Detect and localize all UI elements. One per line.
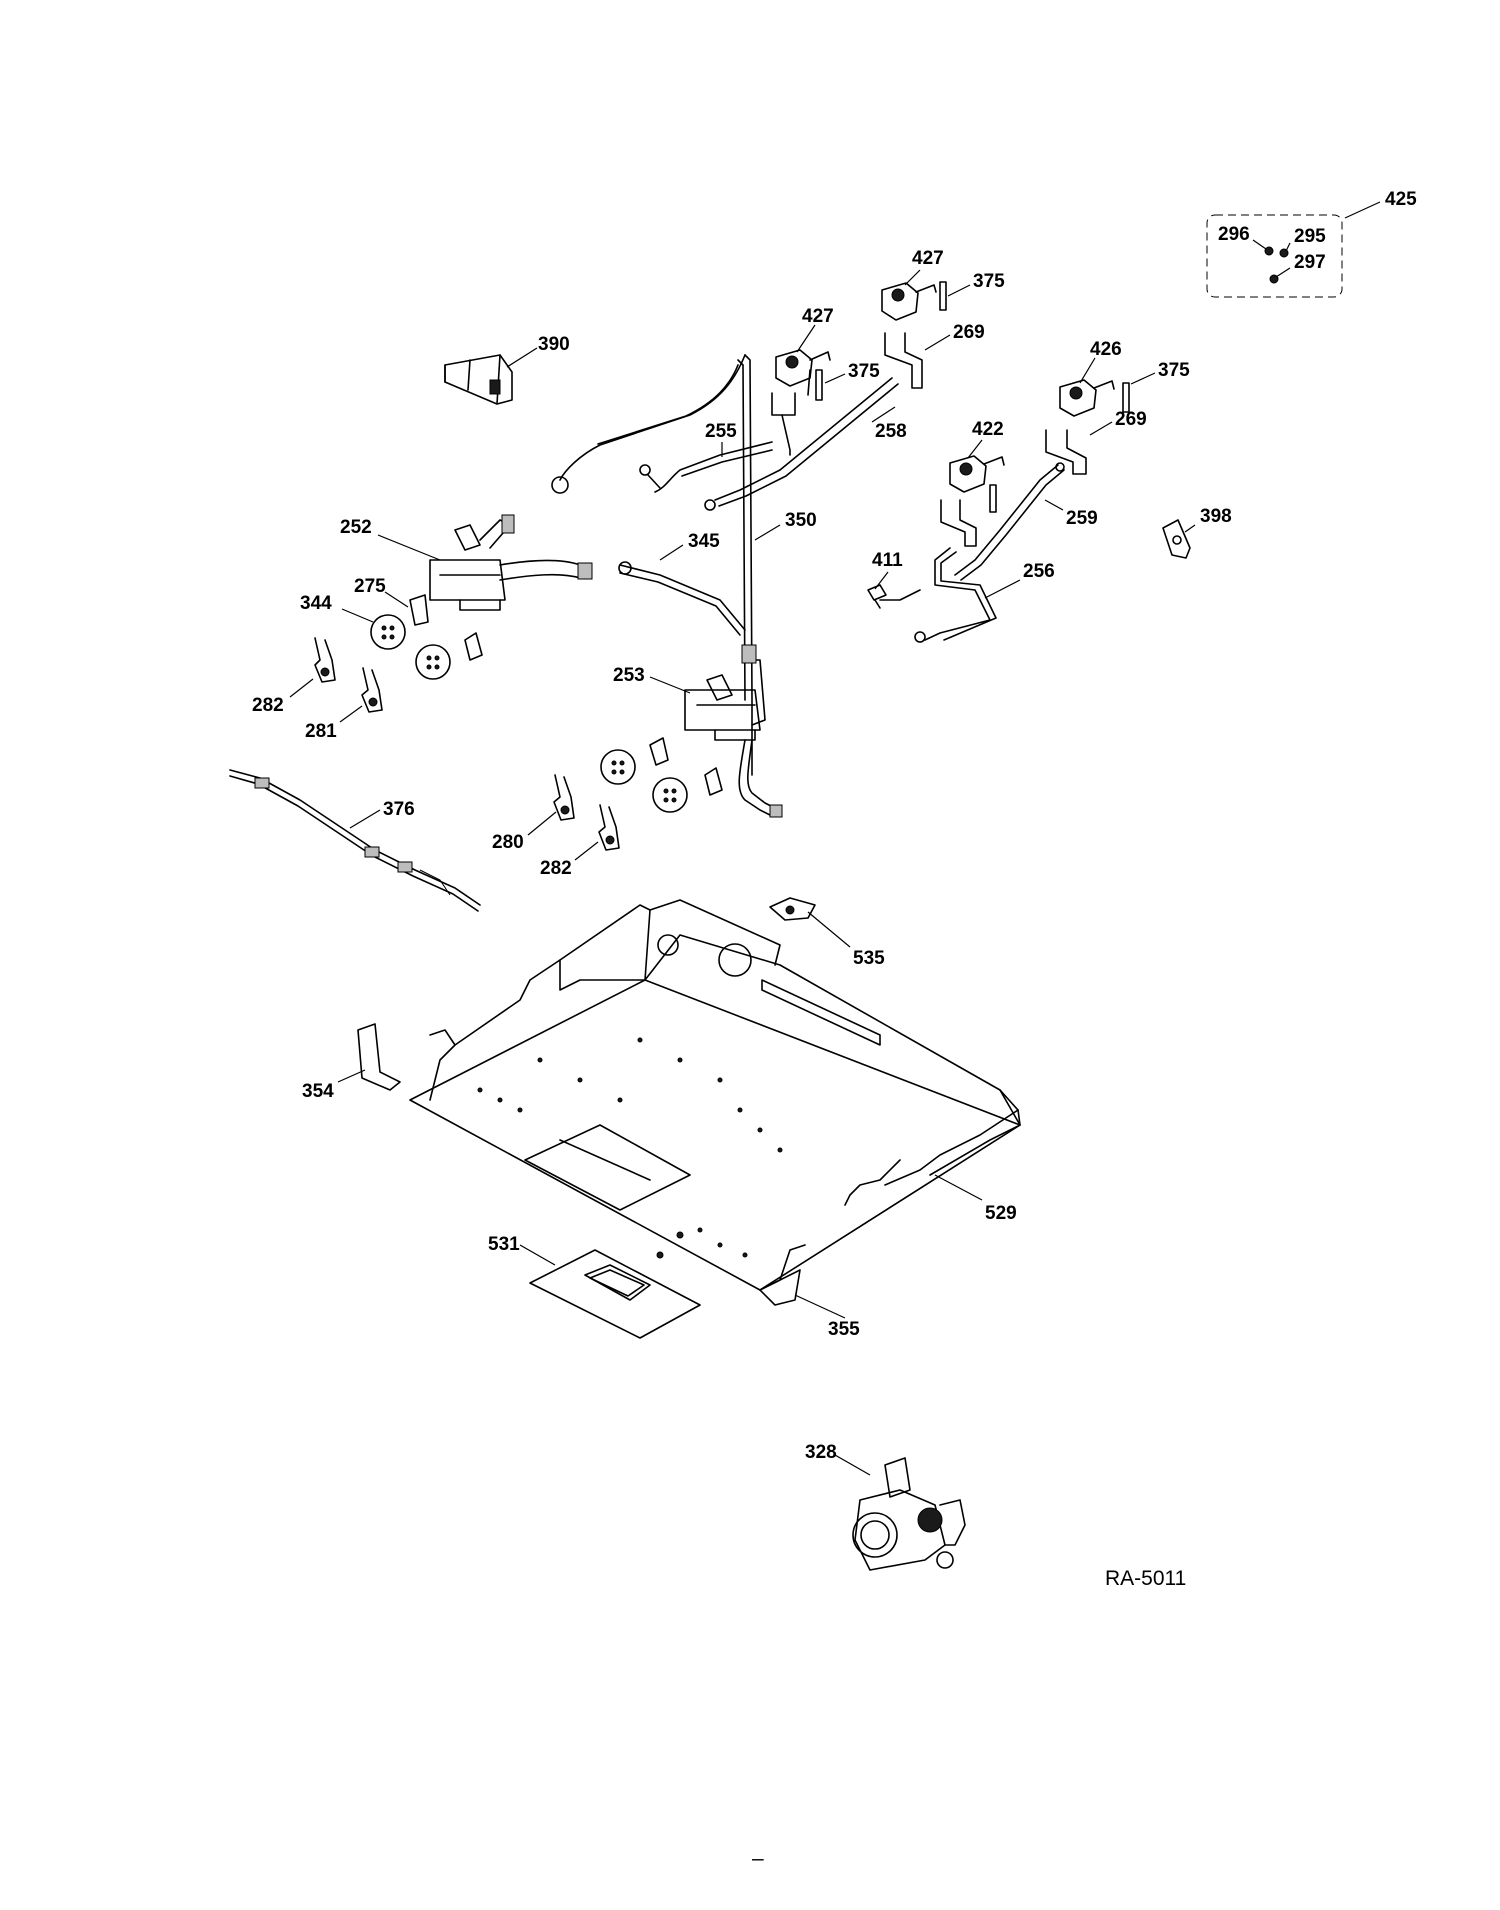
callout-344: 344 — [300, 593, 332, 614]
bracket-355 — [759, 1269, 801, 1306]
spark-module-390 — [444, 354, 513, 405]
callout-427-center: 427 — [802, 306, 834, 327]
electrode-280 — [553, 774, 575, 821]
tube-255 — [639, 441, 773, 493]
callout-282-upper: 282 — [252, 695, 284, 716]
valve-427-center — [771, 349, 831, 456]
tube-345 — [618, 561, 746, 636]
callout-296: 296 — [1218, 224, 1250, 245]
callout-258: 258 — [875, 421, 907, 442]
callout-295: 295 — [1294, 226, 1326, 247]
tube-259 — [954, 462, 1065, 581]
part-398 — [1162, 519, 1191, 559]
tube-256 — [879, 547, 997, 643]
callout-535: 535 — [853, 948, 885, 969]
callout-252: 252 — [340, 517, 372, 538]
callout-253: 253 — [613, 665, 645, 686]
callout-375-right: 375 — [1158, 360, 1190, 381]
callout-375-top: 375 — [973, 271, 1005, 292]
callout-427-top: 427 — [912, 248, 944, 269]
harness-376 — [229, 769, 481, 912]
bracket-269-top — [884, 332, 923, 389]
cap-lower — [600, 749, 688, 813]
diagram-code: RA-5011 — [1105, 1567, 1186, 1590]
tube-258 — [704, 377, 899, 511]
base-pan-529 — [409, 899, 1021, 1291]
callout-269-right: 269 — [1115, 409, 1147, 430]
screw-375-center — [815, 369, 823, 401]
callout-422: 422 — [972, 419, 1004, 440]
screw-375-top — [939, 281, 947, 311]
callout-255: 255 — [705, 421, 737, 442]
callout-350: 350 — [785, 510, 817, 531]
electrode-282-lower — [598, 804, 620, 851]
callout-281: 281 — [305, 721, 337, 742]
callout-531: 531 — [488, 1234, 520, 1255]
clip-lower — [649, 737, 723, 796]
orifice-411 — [867, 584, 887, 609]
callout-259: 259 — [1066, 508, 1098, 529]
electrode-282-upper — [314, 637, 336, 683]
bracket-422 — [940, 499, 977, 547]
bracket-354 — [357, 1023, 401, 1091]
callout-425: 425 — [1385, 189, 1417, 210]
valve-427-top — [881, 282, 937, 321]
regulator-328 — [852, 1457, 966, 1571]
callout-280: 280 — [492, 832, 524, 853]
callout-411: 411 — [872, 550, 903, 571]
valve-426 — [1059, 379, 1115, 417]
bracket-269-right — [1045, 429, 1087, 475]
callout-390: 390 — [538, 334, 570, 355]
callout-426: 426 — [1090, 339, 1122, 360]
callout-398: 398 — [1200, 506, 1232, 527]
screw-375-lower — [989, 484, 997, 513]
page-footer-mark: – — [752, 1847, 764, 1870]
burner-252 — [429, 514, 593, 611]
valve-422 — [949, 455, 1005, 493]
panel-531 — [529, 1249, 701, 1339]
callout-355: 355 — [828, 1319, 860, 1340]
callout-282-lower: 282 — [540, 858, 572, 879]
callout-328: 328 — [805, 1442, 837, 1463]
burner-253 — [684, 644, 766, 741]
tube-350 — [551, 354, 753, 776]
tube-253-outlet — [738, 739, 783, 818]
cap-344 — [370, 614, 451, 680]
callout-269-top: 269 — [953, 322, 985, 343]
clip-275 — [409, 594, 483, 661]
callout-345: 345 — [688, 531, 720, 552]
callout-375-center: 375 — [848, 361, 880, 382]
part-535 — [769, 897, 816, 921]
callout-297: 297 — [1294, 252, 1326, 273]
callout-376: 376 — [383, 799, 415, 820]
callout-354: 354 — [302, 1081, 334, 1102]
callout-256: 256 — [1023, 561, 1055, 582]
screw-375-right — [1122, 382, 1130, 413]
electrode-281 — [361, 667, 383, 713]
callout-275: 275 — [354, 576, 386, 597]
leader-lines — [289, 201, 1381, 1476]
callout-529: 529 — [985, 1203, 1017, 1224]
